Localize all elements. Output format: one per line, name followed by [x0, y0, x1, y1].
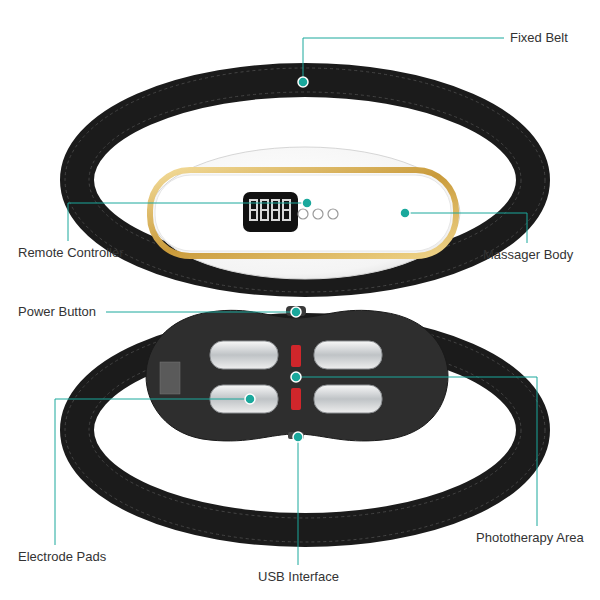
part-label: Electrode Pads	[18, 549, 106, 565]
part-label: Remote Controller	[18, 245, 124, 261]
part-label: Power Button	[18, 304, 96, 320]
callout-dots	[245, 77, 410, 442]
belt-band	[77, 80, 533, 280]
gold-trim	[150, 170, 456, 256]
spec-plate	[160, 362, 180, 394]
leader-lines	[55, 38, 537, 565]
power-button	[286, 306, 306, 316]
part-label: Fixed Belt	[510, 30, 568, 46]
belt-stitch	[89, 92, 521, 268]
display-screen	[243, 192, 298, 232]
part-label: Massager Body	[483, 247, 573, 263]
part-label: Phototherapy Area	[476, 530, 584, 546]
part-label: USB Interface	[258, 569, 339, 585]
control-panel	[155, 175, 451, 251]
phototherapy-leds	[291, 345, 301, 410]
belt-stitch	[65, 68, 545, 292]
control-buttons	[298, 209, 338, 219]
pad-body	[146, 310, 448, 441]
